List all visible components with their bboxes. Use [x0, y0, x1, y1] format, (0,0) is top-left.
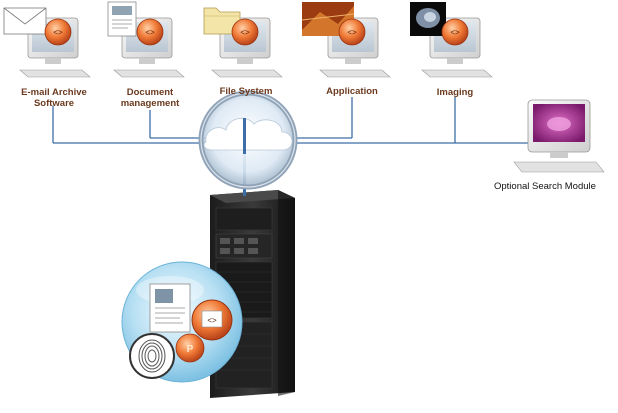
- document-icon: [149, 283, 191, 333]
- feature-bubble: <> P: [121, 261, 243, 383]
- archive-badge-icon: <>: [441, 18, 469, 46]
- node-label-file-system: File System: [200, 86, 292, 97]
- label-line-1: Document: [126, 87, 174, 98]
- label-line-1: Imaging: [436, 87, 474, 98]
- padlock-icon: P: [175, 333, 205, 363]
- label-line-2: Software: [33, 98, 75, 109]
- archive-badge-icon: <>: [136, 18, 164, 46]
- svg-text:<>: <>: [347, 28, 357, 37]
- document-management-workstation: <>: [107, 1, 185, 78]
- fingerprint-icon: [129, 333, 175, 379]
- document-icon: [107, 1, 137, 37]
- cloud-network-icon: [198, 90, 298, 190]
- label-line-1: Application: [326, 86, 378, 97]
- file-system-workstation: <>: [203, 7, 283, 78]
- svg-text:<>: <>: [207, 316, 217, 325]
- node-label-document-management: Document management: [104, 87, 196, 109]
- search-module-label: Optional Search Module: [494, 181, 596, 192]
- svg-text:<>: <>: [145, 28, 155, 37]
- label-line-1: File System: [219, 86, 273, 97]
- node-label-email-archive: E-mail Archive Software: [8, 87, 100, 109]
- search-module-workstation: [513, 99, 605, 173]
- application-workstation: <>: [301, 2, 391, 78]
- node-label-application: Application: [306, 86, 398, 97]
- svg-text:<>: <>: [450, 28, 460, 37]
- svg-text:<>: <>: [53, 28, 63, 37]
- archive-badge-icon: <>: [231, 18, 259, 46]
- archive-badge-icon: <>: [191, 299, 233, 341]
- archive-badge-icon: <>: [44, 18, 72, 46]
- folder-icon: [203, 7, 241, 35]
- envelope-icon: [3, 7, 47, 35]
- search-screen-icon: [533, 104, 585, 142]
- svg-text:<>: <>: [240, 28, 250, 37]
- node-label-imaging: Imaging: [409, 87, 501, 98]
- connector-lines: [52, 97, 561, 144]
- label-line-1: E-mail Archive: [21, 87, 87, 98]
- xray-image-icon: [410, 2, 446, 36]
- svg-text:P: P: [187, 344, 194, 355]
- email-archive-workstation: <>: [3, 7, 91, 78]
- imaging-workstation: <>: [410, 2, 493, 78]
- archive-badge-icon: <>: [338, 18, 366, 46]
- label-line-2: management: [120, 98, 180, 109]
